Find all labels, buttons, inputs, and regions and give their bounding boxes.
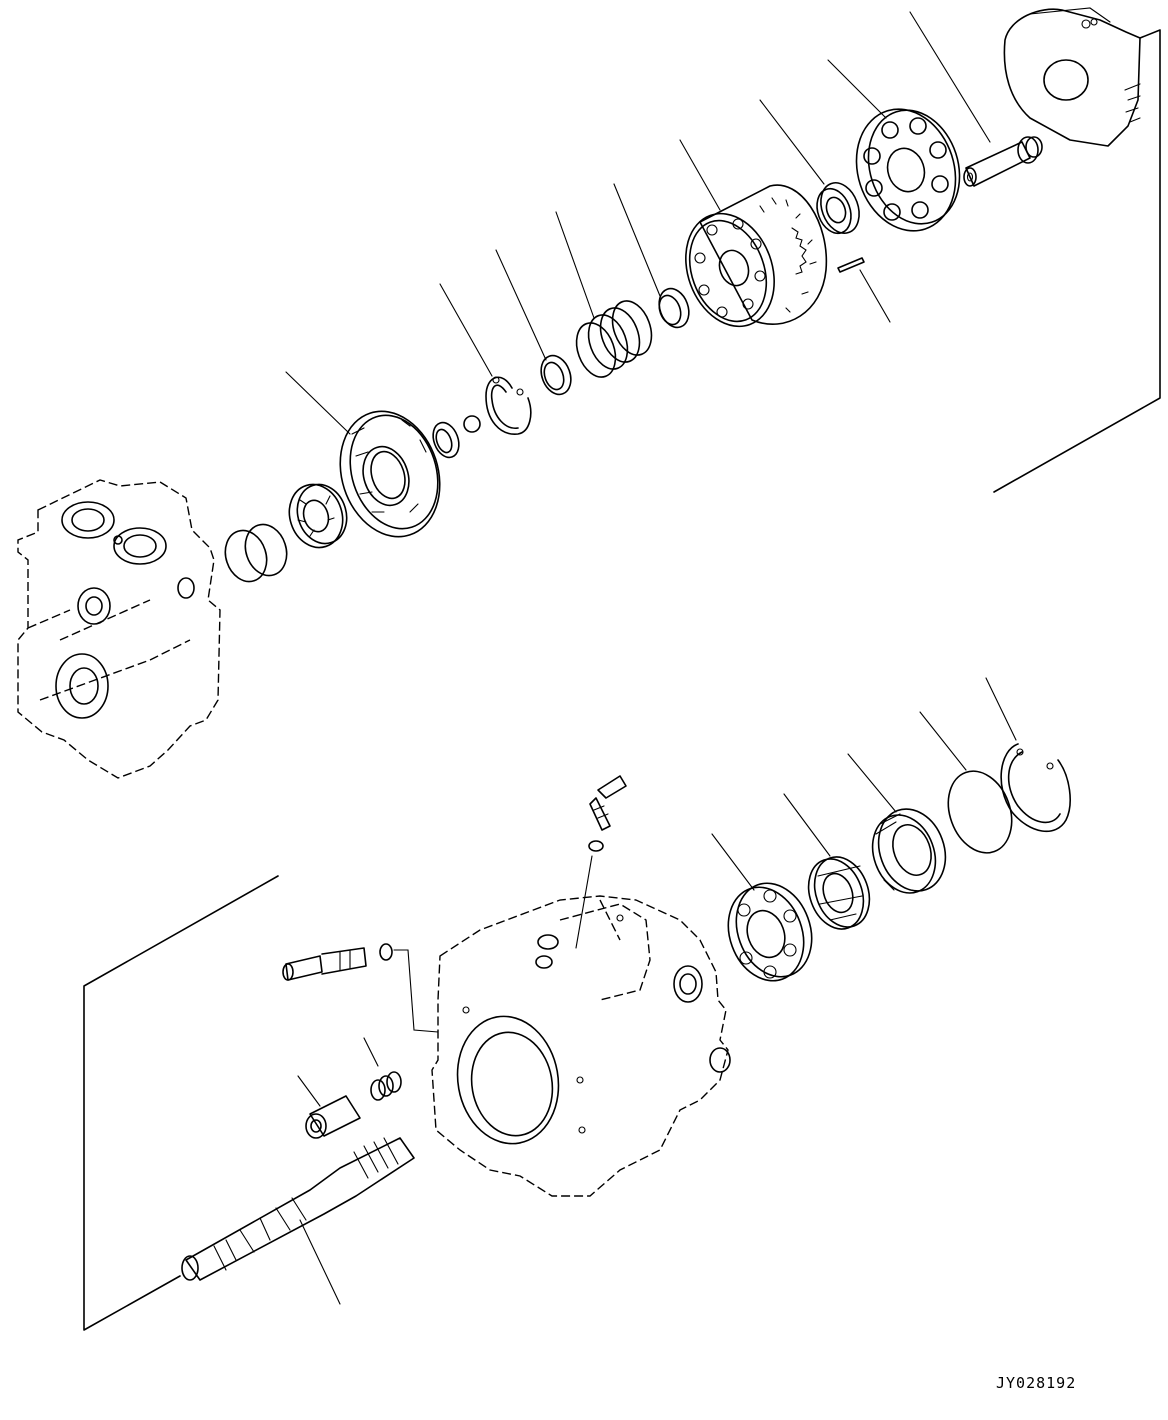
cradle-pin — [963, 136, 1043, 187]
spring-plug — [363, 1037, 402, 1101]
plug-bolt-top — [575, 775, 627, 949]
plug-bolt-left — [282, 943, 439, 1033]
leader-lines-upper — [285, 11, 991, 435]
snap-ring-lower — [1000, 743, 1071, 833]
retaining-ring-upper — [224, 523, 288, 583]
upper-group-frame — [993, 29, 1161, 493]
drawing-number: JY028192 — [996, 1374, 1077, 1392]
needle-bearing — [816, 182, 860, 235]
servo-piston — [297, 1075, 361, 1139]
spring — [575, 300, 653, 378]
swash-plate — [339, 410, 441, 538]
roller-bearing-mid — [807, 856, 871, 930]
shim-and-ball — [432, 415, 481, 459]
snap-ring-upper — [485, 376, 532, 435]
washer — [540, 354, 572, 396]
ball-bearing-lower — [727, 882, 813, 982]
lower-group-frame — [83, 875, 279, 1331]
spherical-bushing — [658, 287, 690, 329]
leader-lines-lower — [711, 677, 1017, 891]
roller-bearing-upper — [288, 483, 348, 549]
oil-seal — [871, 808, 947, 894]
small-pin — [837, 257, 865, 273]
cylinder-block — [685, 184, 828, 328]
valve-plate — [855, 108, 961, 232]
end-cover — [1003, 7, 1141, 147]
o-ring — [947, 770, 1013, 854]
pump-housing-upper — [17, 479, 221, 779]
drive-shaft — [181, 1137, 415, 1305]
pump-housing-lower — [431, 895, 731, 1197]
